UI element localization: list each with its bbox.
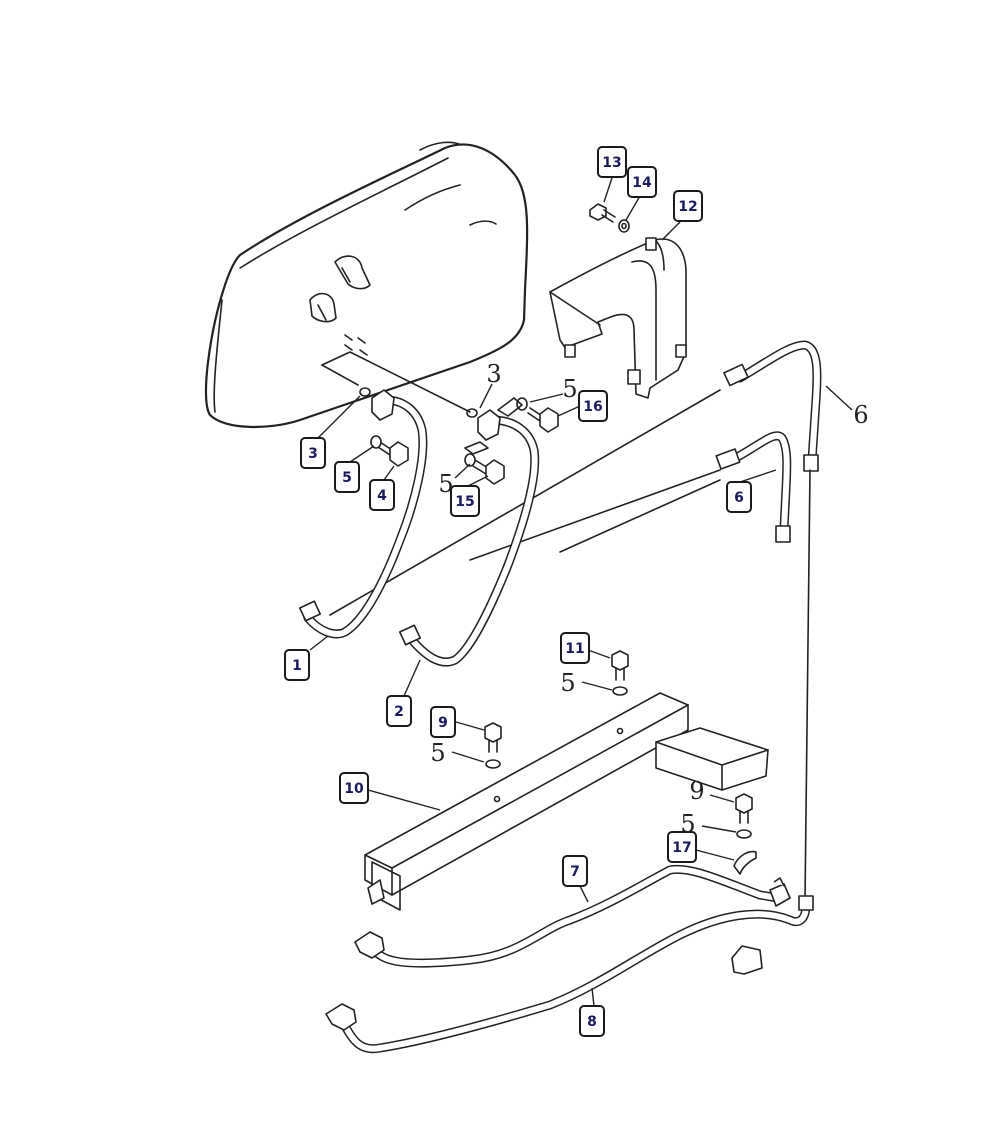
callout-1[interactable]: 1 [284, 649, 310, 681]
bolt-4 [370, 435, 409, 467]
callout-13[interactable]: 13 [597, 146, 627, 178]
callout-7[interactable]: 7 [562, 855, 588, 887]
pipe-2 [398, 409, 540, 667]
callout-12[interactable]: 12 [673, 190, 703, 222]
svg-text:2: 2 [394, 704, 404, 720]
fitting-bottom-right [731, 945, 763, 975]
svg-text:14: 14 [632, 175, 652, 191]
callout-14[interactable]: 14 [627, 166, 657, 198]
svg-text:5: 5 [342, 470, 352, 486]
callout-15[interactable]: 15 [450, 485, 480, 517]
label-5-plain-left: 5 [438, 470, 453, 498]
label-5-plain-bolt9: 5 [430, 739, 445, 767]
hose-6-upper [723, 340, 822, 472]
svg-text:8: 8 [587, 1014, 597, 1030]
callout-17[interactable]: 17 [667, 831, 697, 863]
callout-4[interactable]: 4 [369, 479, 395, 511]
callout-11[interactable]: 11 [560, 632, 590, 664]
svg-text:7: 7 [570, 864, 580, 880]
label-3-plain: 3 [486, 360, 501, 388]
svg-text:10: 10 [344, 781, 364, 797]
washer-14 [618, 219, 630, 233]
svg-text:11: 11 [565, 641, 584, 657]
svg-text:9: 9 [438, 715, 448, 731]
hose-6-lower [715, 431, 792, 543]
bolt-13 [589, 203, 616, 223]
svg-text:1: 1 [292, 658, 302, 674]
o-ring-3-left [359, 387, 371, 397]
label-6-plain: 6 [853, 401, 868, 429]
svg-text:6: 6 [734, 490, 744, 506]
line-7 [354, 864, 791, 968]
svg-text:17: 17 [672, 840, 691, 856]
callout-8[interactable]: 8 [579, 1005, 605, 1037]
line-8 [325, 895, 814, 1054]
svg-text:3: 3 [308, 446, 318, 462]
tank-guard [549, 237, 687, 399]
callout-9[interactable]: 9 [430, 706, 456, 738]
leader-lines [309, 177, 853, 1007]
svg-text:13: 13 [602, 155, 621, 171]
o-ring-3-right [466, 408, 478, 418]
svg-text:4: 4 [377, 488, 387, 504]
label-5-plain-right: 5 [680, 810, 695, 838]
label-5-plain-bolt11: 5 [560, 669, 575, 697]
callout-3[interactable]: 3 [300, 437, 326, 469]
fuel-tank [204, 141, 529, 428]
bolt-11 [611, 650, 629, 696]
bolt-15 [464, 441, 505, 485]
callout-10[interactable]: 10 [339, 772, 369, 804]
svg-text:16: 16 [583, 399, 602, 415]
label-5-plain-top: 5 [562, 375, 577, 403]
callout-2[interactable]: 2 [386, 695, 412, 727]
label-9-plain: 9 [689, 777, 704, 805]
callout-5[interactable]: 5 [334, 461, 360, 493]
clamp-17 [733, 850, 757, 875]
svg-text:12: 12 [678, 199, 697, 215]
pipe-1 [298, 389, 428, 639]
callout-16[interactable]: 16 [578, 390, 608, 422]
bolt-9-right [735, 793, 753, 839]
bolt-16 [497, 397, 559, 433]
bolt-9-middle [484, 722, 502, 769]
callout-6[interactable]: 6 [726, 481, 752, 513]
bracket-10 [364, 692, 769, 911]
svg-text:15: 15 [455, 494, 474, 510]
